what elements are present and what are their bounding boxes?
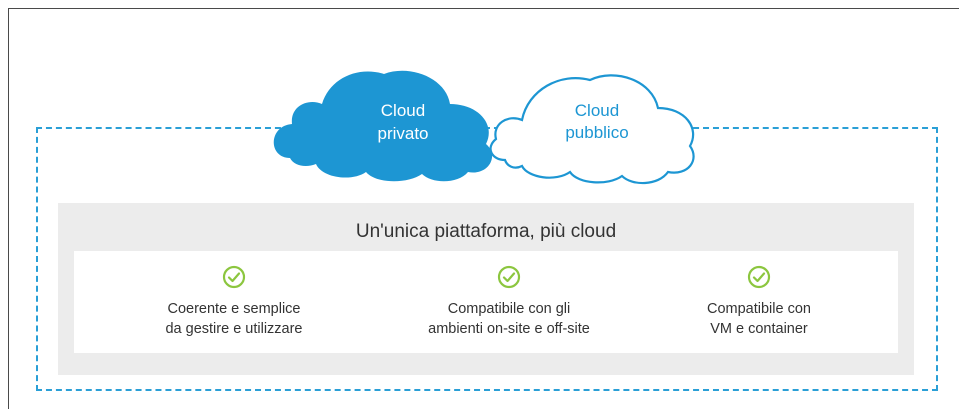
feature-text-line1: Coerente e semplice xyxy=(167,301,301,317)
feature-text-line2: VM e container xyxy=(710,321,808,337)
feature-text-line1: Compatibile con gli xyxy=(447,301,571,317)
private-cloud-label-line1: Cloud xyxy=(381,101,425,120)
platform-panel: Un'unica piattaforma, più cloud Coerente… xyxy=(58,203,914,375)
features-panel: Coerente e semplice da gestire e utilizz… xyxy=(74,251,898,353)
public-cloud-label-line1: Cloud xyxy=(575,101,619,120)
check-circle-icon xyxy=(497,265,521,289)
feature-text-line1: Compatibile con xyxy=(707,301,811,317)
cloud-diagram: Cloud pubblico Cloud privato xyxy=(273,70,695,185)
check-circle-icon xyxy=(222,265,246,289)
private-cloud: Cloud privato xyxy=(273,70,493,182)
platform-title: Un'unica piattaforma, più cloud xyxy=(355,221,617,242)
public-cloud-label-line2: pubblico xyxy=(565,123,628,142)
public-cloud: Cloud pubblico xyxy=(489,74,695,185)
check-circle-icon xyxy=(747,265,771,289)
feature-text-line2: da gestire e utilizzare xyxy=(165,321,303,337)
feature-text-line2: ambienti on-site e off-site xyxy=(428,321,590,337)
feature-consistent: Coerente e semplice da gestire e utilizz… xyxy=(124,265,344,339)
private-cloud-label-line2: privato xyxy=(377,124,428,143)
feature-compatible-vm-containers: Compatibile con VM e container xyxy=(659,265,859,339)
feature-compatible-environments: Compatibile con gli ambienti on-site e o… xyxy=(399,265,619,339)
